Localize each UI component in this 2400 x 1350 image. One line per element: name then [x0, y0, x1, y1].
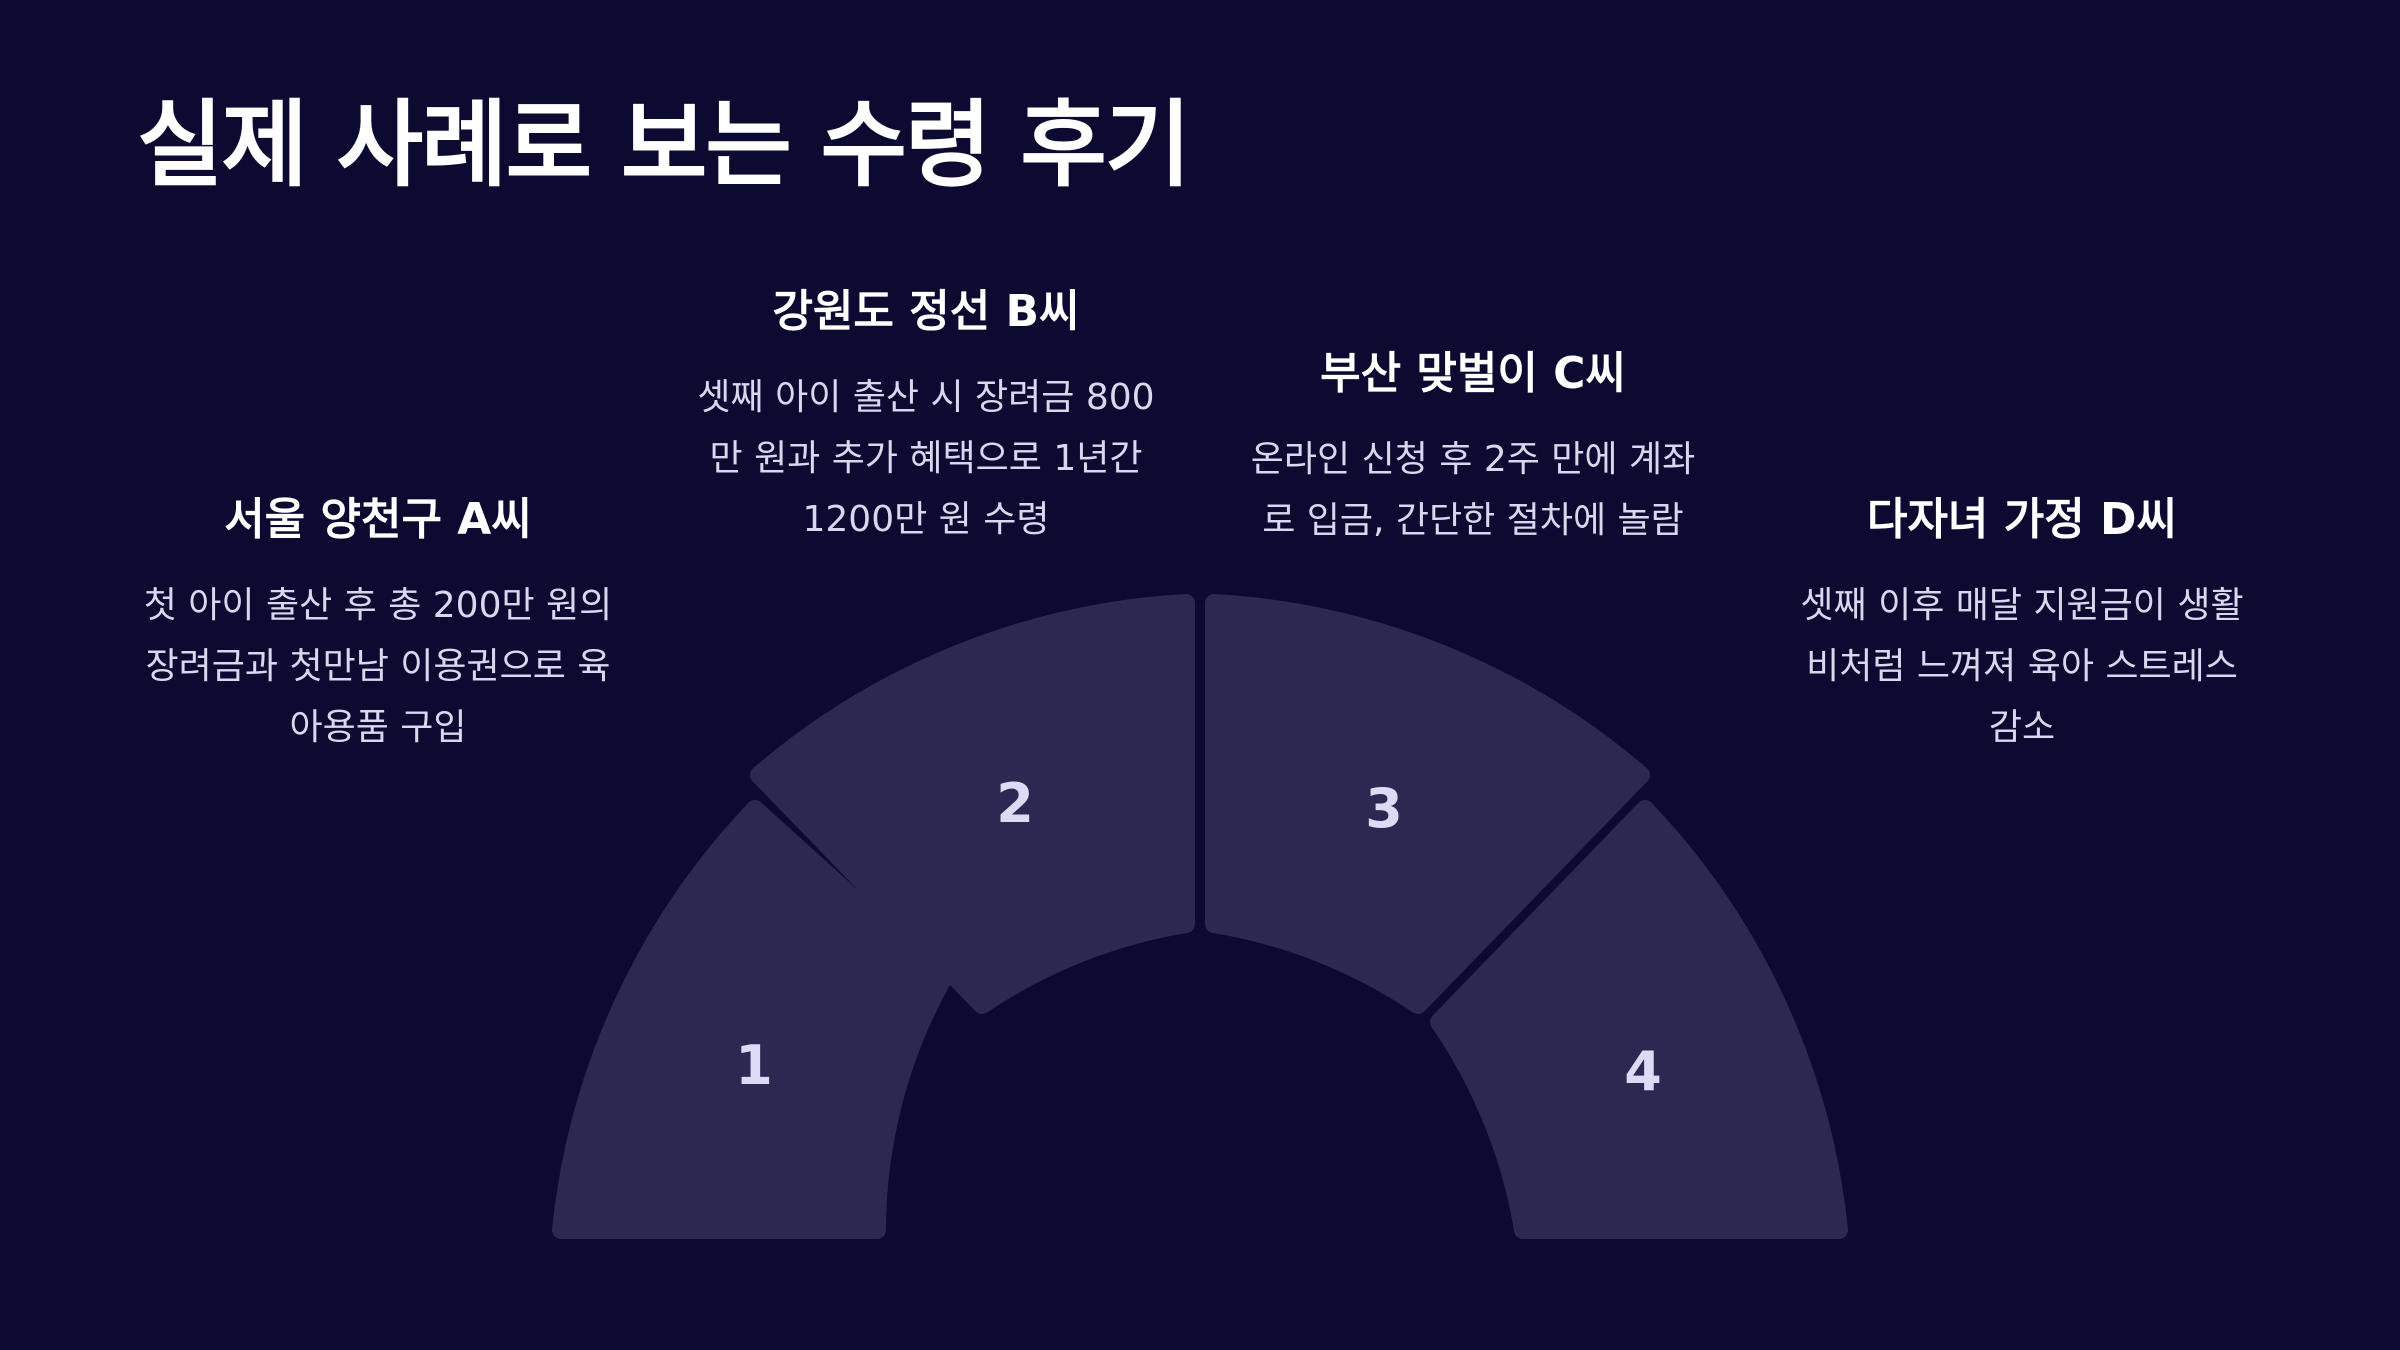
case-name: 부산 맞벌이 C씨 — [1320, 348, 1626, 399]
segment-number: 4 — [1624, 1040, 1662, 1103]
case-desc-line: 만 원과 추가 혜택으로 1년간 — [709, 437, 1143, 479]
case-description: 셋째 아이 출산 시 장려금 800 만 원과 추가 혜택으로 1년간 1200… — [666, 367, 1186, 550]
case-desc-line: 로 입금, 간단한 절차에 놀람 — [1262, 499, 1684, 541]
case-card-d: 다자녀 가정 D씨 셋째 이후 매달 지원금이 생활 비처럼 느껴져 육아 스트… — [1762, 494, 2282, 758]
case-description: 첫 아이 출산 후 총 200만 원의 장려금과 첫만남 이용권으로 육 아용품… — [118, 575, 638, 758]
case-description: 온라인 신청 후 2주 만에 계좌 로 입금, 간단한 절차에 놀람 — [1213, 429, 1733, 551]
case-desc-line: 1200만 원 수령 — [802, 498, 1050, 540]
fan-segment-3: 3 — [1205, 594, 1650, 1014]
case-description: 셋째 이후 매달 지원금이 생활 비처럼 느껴져 육아 스트레스 감소 — [1762, 575, 2282, 758]
case-name: 다자녀 가정 D씨 — [1866, 494, 2178, 545]
segment-shape — [1430, 800, 1848, 1239]
case-desc-line: 셋째 아이 출산 시 장려금 800 — [697, 376, 1155, 418]
segment-number: 3 — [1365, 777, 1403, 840]
case-name: 서울 양천구 A씨 — [224, 494, 532, 545]
case-card-b: 강원도 정선 B씨 셋째 아이 출산 시 장려금 800 만 원과 추가 혜택으… — [666, 286, 1186, 550]
case-desc-line: 감소 — [1988, 706, 2056, 748]
segment-shape — [750, 594, 1195, 1014]
case-desc-line: 아용품 구입 — [289, 706, 467, 748]
fan-segment-2: 2 — [750, 594, 1195, 1014]
case-desc-line: 온라인 신청 후 2주 만에 계좌 — [1250, 438, 1696, 480]
case-name: 강원도 정선 B씨 — [772, 286, 1080, 337]
page-title: 실제 사례로 보는 수령 후기 — [137, 91, 1191, 200]
case-card-c: 부산 맞벌이 C씨 온라인 신청 후 2주 만에 계좌 로 입금, 간단한 절차… — [1213, 348, 1733, 551]
segment-number: 1 — [735, 1034, 773, 1097]
segment-shape — [1205, 594, 1650, 1014]
case-desc-line: 비처럼 느껴져 육아 스트레스 — [1806, 645, 2238, 687]
case-desc-line: 첫 아이 출산 후 총 200만 원의 — [143, 584, 613, 626]
case-desc-line: 장려금과 첫만남 이용권으로 육 — [145, 645, 611, 687]
segment-number: 2 — [996, 772, 1034, 835]
case-desc-line: 셋째 이후 매달 지원금이 생활 — [1800, 584, 2244, 626]
fan-segment-1: 1 — [552, 800, 952, 1239]
fan-segment-4: 4 — [1430, 800, 1848, 1239]
segment-shape — [552, 800, 952, 1239]
case-card-a: 서울 양천구 A씨 첫 아이 출산 후 총 200만 원의 장려금과 첫만남 이… — [118, 494, 638, 758]
